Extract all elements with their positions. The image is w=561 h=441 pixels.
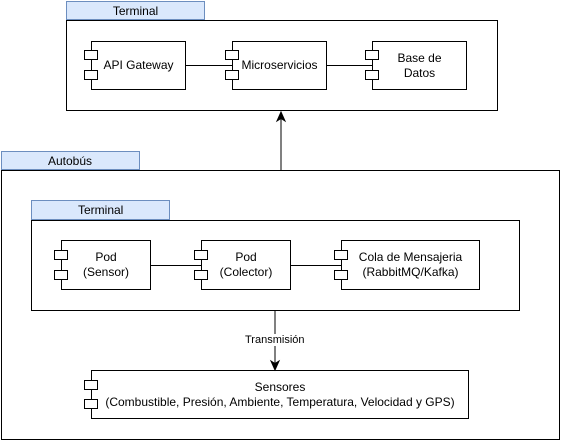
sensores-port-top: [84, 380, 98, 390]
cloud-terminal-title: Terminal: [112, 4, 159, 18]
base-de-datos-port-top: [365, 50, 379, 60]
base-de-datos-port-bottom: [365, 70, 379, 80]
microservicios-label: Microservicios: [241, 58, 318, 72]
arrowhead-to-sensores: [269, 359, 281, 372]
sensores-component: Sensores (Combustible, Presión, Ambiente…: [91, 370, 469, 419]
base-de-datos-label: Base de Datos: [397, 50, 442, 80]
pod-colector-label: Pod (Colector): [219, 250, 273, 279]
api-gateway-component: API Gateway: [91, 41, 186, 90]
base-de-datos-component: Base de Datos: [372, 41, 467, 90]
edge-pod-sensor-to-colector: [151, 265, 201, 266]
cloud-terminal-tab: Terminal: [66, 1, 205, 20]
pod-colector-port-bottom: [194, 270, 208, 280]
bus-tab: Autobús: [1, 151, 140, 170]
cola-mensajeria-component: Cola de Mensajeria (RabbitMQ/Kafka): [341, 240, 480, 290]
edge-colector-to-cola: [291, 265, 341, 266]
api-gateway-label: API Gateway: [103, 58, 174, 72]
sensores-port-bottom: [84, 399, 98, 409]
microservicios-port-top: [225, 50, 239, 60]
pod-sensor-port-top: [54, 250, 68, 260]
pod-sensor-label: Pod (Sensor): [82, 250, 129, 279]
arrowhead-to-cloud: [275, 110, 287, 123]
transmission-label: Transmisión: [244, 334, 306, 346]
bus-title: Autobús: [48, 154, 93, 168]
microservicios-port-bottom: [225, 70, 239, 80]
api-gateway-port-top: [84, 50, 98, 60]
pod-sensor-component: Pod (Sensor): [61, 240, 151, 290]
pod-colector-component: Pod (Colector): [201, 240, 291, 290]
cola-mensajeria-port-top: [334, 250, 348, 260]
pod-sensor-port-bottom: [54, 270, 68, 280]
api-gateway-port-bottom: [84, 70, 98, 80]
edge-microservicios-to-database: [327, 65, 372, 66]
pod-colector-port-top: [194, 250, 208, 260]
bus-terminal-tab: Terminal: [31, 200, 170, 220]
cola-mensajeria-port-bottom: [334, 270, 348, 280]
cola-mensajeria-label: Cola de Mensajeria (RabbitMQ/Kafka): [358, 250, 463, 279]
microservicios-component: Microservicios: [232, 41, 327, 90]
edge-api-to-microservicios: [186, 65, 232, 66]
sensores-label: Sensores (Combustible, Presión, Ambiente…: [105, 379, 455, 409]
bus-terminal-title: Terminal: [78, 203, 124, 217]
